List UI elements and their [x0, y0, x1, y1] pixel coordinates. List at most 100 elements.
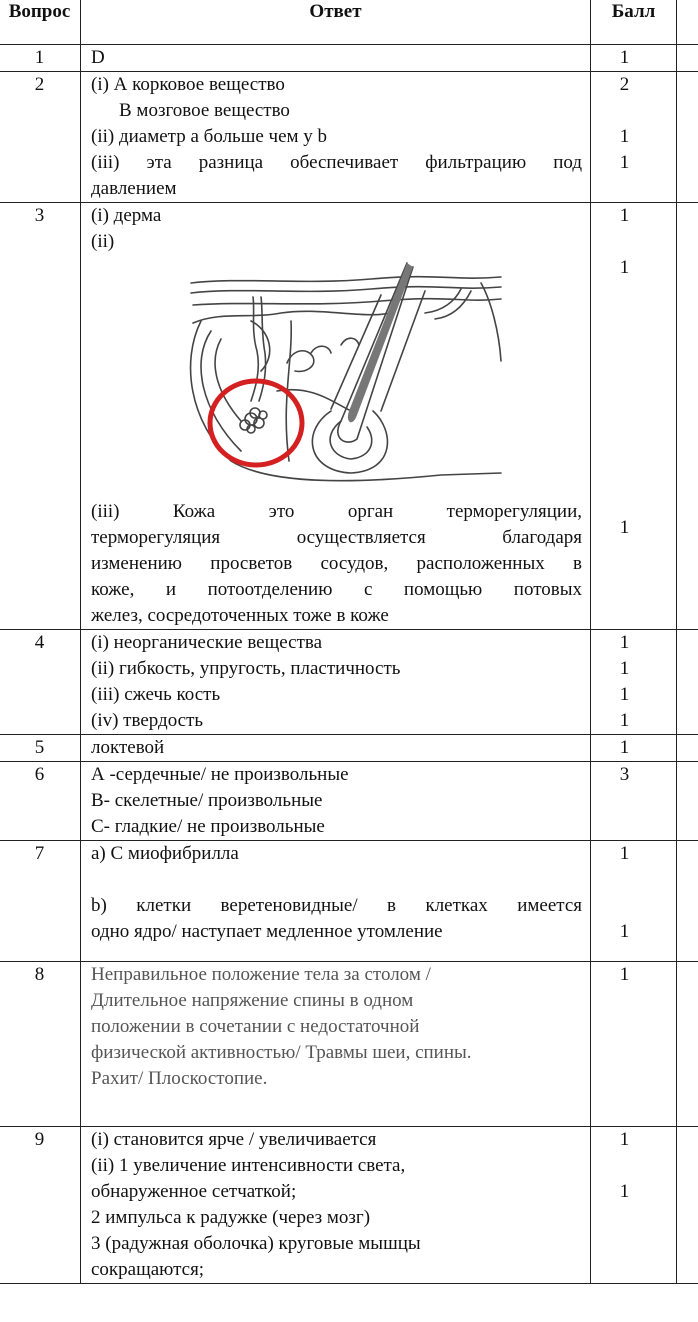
table-row: 3 (i) дерма (ii) [0, 202, 698, 630]
answer-line: a) С миофибрилла [91, 843, 239, 864]
question-number: 6 [0, 761, 81, 841]
answer-line: (ii) [91, 231, 115, 252]
score-cell: 1 1 1 [590, 202, 677, 630]
answer-line: Длительное напряжение спины в одном [91, 990, 414, 1011]
score-value: 1 [619, 737, 630, 758]
answer-line: 3 (радужная оболочка) круговые мышцы [91, 1233, 421, 1254]
answer-line: С- гладкие/ не произвольные [91, 816, 325, 837]
table-row: 1 D 1 [0, 44, 698, 72]
answer-line: давлением [91, 178, 177, 199]
answer-line: В мозговое вещество [119, 100, 290, 121]
extra-cell [676, 44, 698, 72]
header-extra [676, 0, 698, 45]
answer-cell: (i) А корковое вещество В мозговое вещес… [80, 71, 591, 203]
answer-line: (ii) диаметр а больше чем у b [91, 126, 328, 147]
score-value: 1 [619, 964, 630, 985]
score-value: 1 [619, 658, 630, 679]
extra-cell [676, 202, 698, 630]
answer-line: физической активностью/ Травмы шеи, спин… [91, 1042, 472, 1063]
question-number: 8 [0, 961, 81, 1127]
score-cell: 1 1 [590, 1126, 677, 1284]
table-row: 7 a) С миофибрилла b) клетки веретеновид… [0, 840, 698, 962]
answer-cell: локтевой [80, 734, 591, 762]
extra-cell [676, 761, 698, 841]
answer-cell: a) С миофибрилла b) клетки веретеновидны… [80, 840, 591, 962]
score-cell: 1 1 [590, 840, 677, 962]
answer-cell: А -сердечные/ не произвольные В- скелетн… [80, 761, 591, 841]
score-cell: 1 [590, 44, 677, 72]
answer-line: (i) дерма [91, 205, 162, 226]
answer-line: D [91, 47, 105, 68]
table-header-row: Вопрос Ответ Балл [0, 0, 698, 45]
score-value: 1 [619, 126, 630, 147]
extra-cell [676, 1126, 698, 1284]
table-row: 8 Неправильное положение тела за столом … [0, 961, 698, 1127]
table-row: 2 (i) А корковое вещество В мозговое вещ… [0, 71, 698, 203]
answer-line: (iii) эта разница обеспечивает фильтраци… [91, 152, 582, 173]
score-value: 1 [619, 710, 630, 731]
score-value: 3 [619, 764, 630, 785]
score-value: 1 [619, 843, 630, 864]
answer-line: (ii) гибкость, упругость, пластичность [91, 658, 401, 679]
table-row: 9 (i) становится ярче / увеличивается (i… [0, 1126, 698, 1284]
score-cell: 1 1 1 1 [590, 629, 677, 735]
answer-key-table: Вопрос Ответ Балл 1 D 1 2 (i) А корковое… [0, 0, 698, 1284]
question-number: 1 [0, 44, 81, 72]
answer-line: (iv) твердость [91, 710, 204, 731]
score-value: 1 [619, 257, 630, 278]
answer-line: b) клетки веретеновидные/ в клетках имее… [91, 895, 582, 916]
answer-cell: (i) дерма (ii) [80, 202, 591, 630]
header-question: Вопрос [0, 0, 81, 45]
score-value: 2 [619, 74, 630, 95]
answer-line: обнаруженное сетчаткой; [91, 1181, 297, 1202]
score-cell: 2 1 1 [590, 71, 677, 203]
extra-cell [676, 71, 698, 203]
score-cell: 3 [590, 761, 677, 841]
answer-line: изменению просветов сосудов, расположенн… [91, 553, 582, 574]
answer-line: Неправильное положение тела за столом / [91, 964, 431, 985]
header-answer: Ответ [80, 0, 591, 45]
answer-line: сокращаются; [91, 1259, 205, 1280]
answer-line: В- скелетные/ произвольные [91, 790, 323, 811]
question-number: 9 [0, 1126, 81, 1284]
score-cell: 1 [590, 734, 677, 762]
answer-line: Рахит/ Плоскостопие. [91, 1068, 268, 1089]
answer-line: коже, и потоотделению с помощью потовых [91, 579, 582, 600]
answer-line: (i) А корковое вещество [91, 74, 285, 95]
answer-line: (i) неорганические вещества [91, 632, 323, 653]
answer-line: А -сердечные/ не произвольные [91, 764, 349, 785]
extra-cell [676, 629, 698, 735]
answer-line: 2 импульса к радужке (через мозг) [91, 1207, 371, 1228]
score-value: 1 [619, 1181, 630, 1202]
answer-line: (iii) Кожа это орган терморегуляции, [91, 501, 582, 522]
answer-cell: Неправильное положение тела за столом / … [80, 961, 591, 1127]
skin-cross-section-diagram-icon [189, 262, 502, 482]
answer-cell: D [80, 44, 591, 72]
answer-line: (iii) сжечь кость [91, 684, 221, 705]
score-value: 1 [619, 517, 630, 538]
extra-cell [676, 734, 698, 762]
answer-line: одно ядро/ наступает медленное утомление [91, 921, 443, 942]
score-value: 1 [619, 684, 630, 705]
score-value: 1 [619, 47, 630, 68]
question-number: 5 [0, 734, 81, 762]
score-value: 1 [619, 921, 630, 942]
score-cell: 1 [590, 961, 677, 1127]
question-number: 4 [0, 629, 81, 735]
answer-cell: (i) становится ярче / увеличивается (ii)… [80, 1126, 591, 1284]
table-row: 4 (i) неорганические вещества (ii) гибко… [0, 629, 698, 735]
extra-cell [676, 961, 698, 1127]
answer-line: терморегуляция осуществляется благодаря [91, 527, 582, 548]
answer-line: положении в сочетании с недостаточной [91, 1016, 420, 1037]
score-value: 1 [619, 152, 630, 173]
table-row: 6 А -сердечные/ не произвольные В- скеле… [0, 761, 698, 841]
extra-cell [676, 840, 698, 962]
question-number: 3 [0, 202, 81, 630]
score-value: 1 [619, 1129, 630, 1150]
table-row: 5 локтевой 1 [0, 734, 698, 762]
answer-line: (i) становится ярче / увеличивается [91, 1129, 377, 1150]
score-value: 1 [619, 632, 630, 653]
score-value: 1 [619, 205, 630, 226]
answer-line: локтевой [91, 737, 165, 758]
